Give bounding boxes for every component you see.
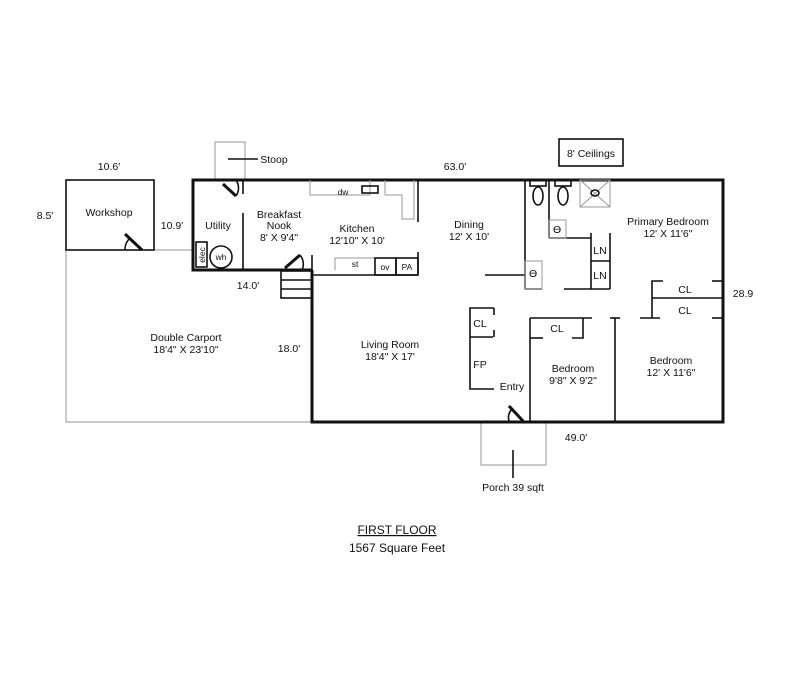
exterior-outlines (65, 141, 547, 478)
carport-size: 18'4" X 23'10" (153, 344, 218, 356)
bedroom-size: 12' X 11'6" (647, 367, 696, 379)
bath-fixtures: ϴ ϴ (524, 179, 611, 290)
primary-bedroom-label: Primary Bedroom (627, 216, 709, 228)
floor-title: FIRST FLOOR (357, 523, 436, 537)
stove-label: st (352, 259, 359, 269)
dishwasher-label: dw (338, 187, 350, 197)
stairs (280, 270, 313, 299)
dimension-label: 63.0' (444, 161, 466, 173)
stoop-label: Stoop (260, 154, 288, 166)
entry-label: Entry (500, 381, 525, 393)
closet-label: CL (678, 284, 692, 296)
sink-icon: ϴ (529, 268, 537, 280)
dining-size: 12' X 10' (449, 231, 489, 243)
dining-label: Dining (454, 219, 484, 231)
living-room-label: Living Room (361, 339, 420, 351)
toilet-icon (557, 186, 569, 206)
closet-label: CL (473, 318, 487, 330)
house-exterior-wall (191, 178, 725, 424)
water-heater-label: wh (215, 252, 227, 262)
dimension-label: 10.6' (98, 161, 120, 173)
bedroom-label: Bedroom (552, 363, 595, 375)
carport-label: Double Carport (150, 332, 221, 344)
kitchen-label: Kitchen (339, 223, 374, 235)
dimension-label: 49.0' (565, 432, 587, 444)
dimension-label: 10.9' (161, 220, 183, 232)
linen-closet-label: LN (593, 245, 606, 257)
elec-panel-label: elec (197, 246, 207, 262)
dimension-label: 18.0' (278, 343, 300, 355)
nook-size: 8' X 9'4" (260, 232, 298, 244)
nook-label: Nook (267, 220, 292, 232)
dimension-label: 14.0' (237, 280, 259, 292)
dimension-label: 28.9 (733, 288, 754, 300)
workshop-door-icon (123, 232, 144, 252)
oven-label: ov (381, 262, 391, 272)
fireplace-label: FP (473, 359, 486, 371)
workshop-label: Workshop (85, 207, 132, 219)
nook-label: Breakfast (257, 209, 301, 221)
shower-icon (579, 179, 611, 208)
closet-label: CL (550, 323, 564, 335)
bedroom-size: 9'8" X 9'2" (549, 375, 597, 387)
utility-label: Utility (205, 220, 231, 232)
kitchen-counters (195, 180, 419, 276)
pantry-label: PA (402, 262, 413, 272)
workshop-outline (65, 179, 155, 251)
porch-label: Porch 39 sqft (482, 482, 544, 494)
toilet-icon (532, 186, 544, 206)
ceiling-note: 8' Ceilings (567, 148, 615, 160)
closet-label: CL (678, 305, 692, 317)
door-icons (221, 179, 525, 423)
dimension-label: 8.5' (37, 210, 54, 222)
square-footage: 1567 Square Feet (349, 541, 446, 555)
linen-closet-label: LN (593, 270, 606, 282)
sink-icon: ϴ (553, 224, 561, 236)
bedroom-label: Bedroom (650, 355, 693, 367)
living-room-size: 18'4" X 17' (365, 351, 415, 363)
kitchen-size: 12'10" X 10' (329, 235, 385, 247)
primary-bedroom-size: 12' X 11'6" (644, 228, 693, 240)
ceiling-note-box (558, 138, 624, 167)
